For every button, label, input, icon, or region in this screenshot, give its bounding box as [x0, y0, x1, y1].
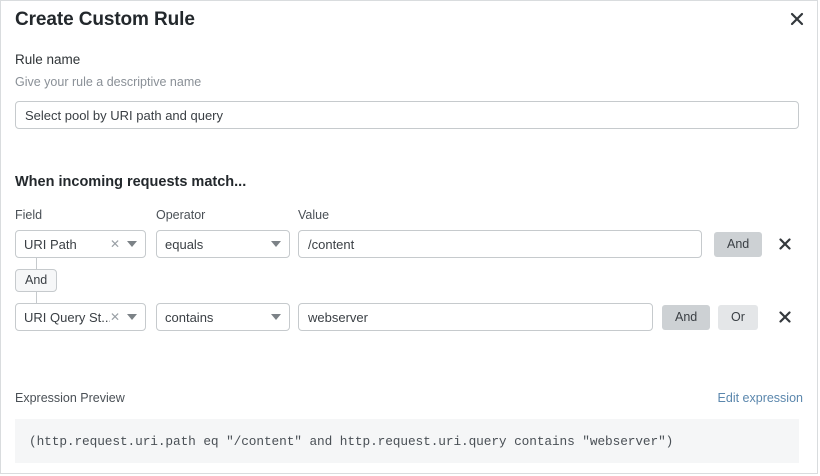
delete-condition-icon-2[interactable]	[775, 305, 795, 329]
clear-icon[interactable]: ✕	[109, 237, 120, 251]
connector-line-bottom	[36, 292, 37, 303]
and-button-2[interactable]: And	[662, 305, 711, 330]
operator-select-2-value: contains	[165, 309, 214, 325]
operator-select-1[interactable]: equals	[156, 230, 290, 258]
connector-line-top	[36, 258, 37, 269]
expression-preview-box: (http.request.uri.path eq "/content" and…	[15, 419, 799, 463]
rule-name-hint: Give your rule a descriptive name	[15, 75, 202, 89]
dialog-title: Create Custom Rule	[15, 9, 195, 30]
operator-select-1-value: equals	[165, 236, 204, 252]
connector-and-chip[interactable]: And	[15, 269, 58, 292]
column-header-operator: Operator	[156, 208, 206, 222]
column-header-value: Value	[298, 208, 330, 222]
edit-expression-link[interactable]: Edit expression	[717, 391, 803, 405]
value-input-2[interactable]	[298, 303, 653, 331]
column-header-field: Field	[15, 208, 43, 222]
operator-select-2[interactable]: contains	[156, 303, 290, 331]
rule-name-input[interactable]	[15, 101, 799, 129]
rule-name-label: Rule name	[15, 52, 81, 67]
expression-preview-code: (http.request.uri.path eq "/content" and…	[29, 433, 674, 449]
field-select-2-value: URI Query St...	[24, 309, 110, 325]
chevron-down-icon	[271, 314, 281, 320]
chevron-down-icon	[127, 241, 137, 247]
or-button-2[interactable]: Or	[718, 305, 758, 330]
and-button-1[interactable]: And	[714, 232, 763, 257]
conditions-heading: When incoming requests match...	[15, 174, 247, 190]
field-select-1[interactable]: URI Path ✕	[15, 230, 146, 258]
field-select-1-value: URI Path	[24, 236, 77, 252]
chevron-down-icon	[271, 241, 281, 247]
field-select-2[interactable]: URI Query St... ✕	[15, 303, 146, 331]
clear-icon[interactable]: ✕	[109, 310, 120, 324]
chevron-down-icon	[127, 314, 137, 320]
delete-condition-icon-1[interactable]	[775, 232, 795, 256]
value-input-1[interactable]	[298, 230, 702, 258]
expression-preview-label: Expression Preview	[15, 391, 125, 405]
close-icon[interactable]	[785, 7, 809, 31]
